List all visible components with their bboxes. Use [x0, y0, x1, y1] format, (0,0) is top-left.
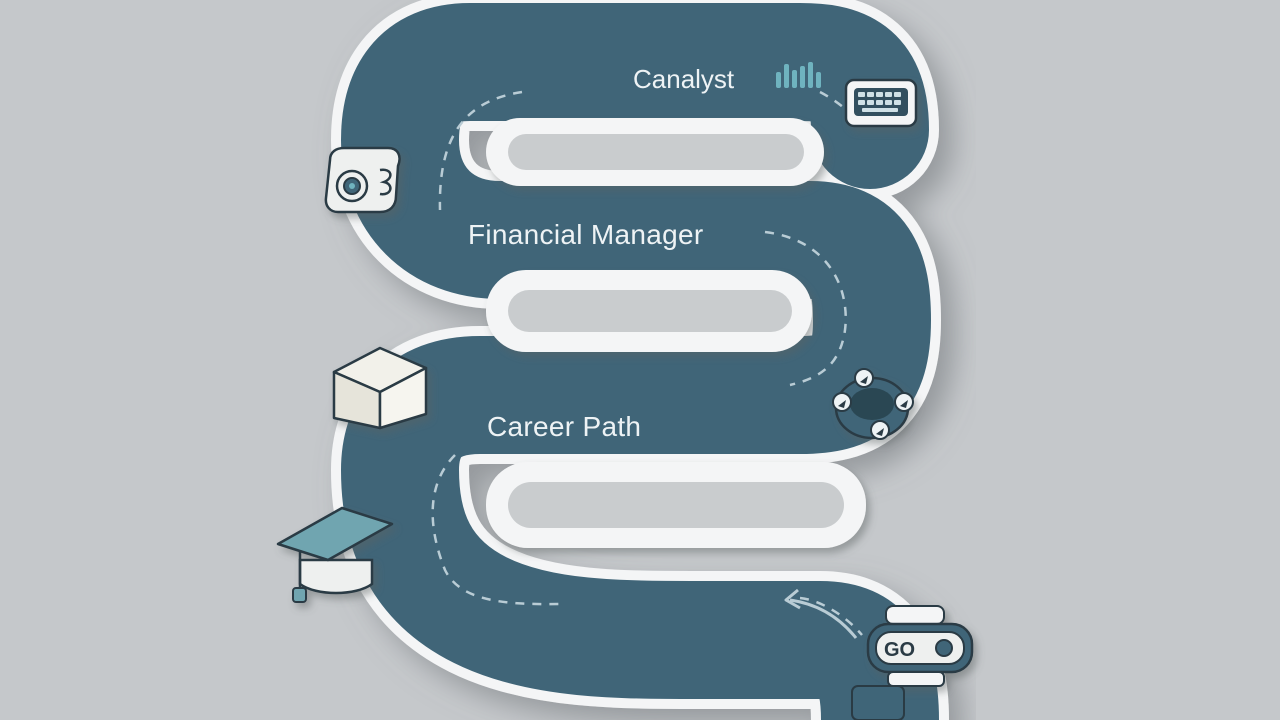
label-lower: Career Path — [487, 411, 641, 442]
divider-middle-inset — [508, 290, 792, 332]
label-top: Canalyst — [633, 64, 735, 94]
road-surface — [341, 3, 939, 720]
mortarboard-box-icon — [332, 346, 428, 430]
return-arrow-icon — [784, 588, 858, 639]
lane-dash-bottom-right — [799, 596, 863, 636]
road-exit-post — [851, 685, 905, 720]
lane-dash-lower — [431, 454, 561, 606]
label-middle: Financial Manager — [468, 219, 703, 250]
lane-dash-middle — [764, 230, 847, 387]
divider-upper-inset — [508, 134, 804, 170]
svg-text:GO: GO — [884, 639, 915, 661]
document-scroll-icon — [324, 146, 401, 214]
bar-chart-icon — [776, 62, 821, 88]
lane-dash-top — [438, 90, 523, 211]
keyboard-icon — [844, 78, 918, 128]
road — [331, 0, 949, 720]
divider-lower-inset — [508, 482, 844, 528]
road-dividers — [486, 118, 866, 548]
graduation-cap-icon — [276, 506, 394, 603]
go-sign-icon: GO — [866, 605, 974, 687]
waypoint-cluster-icon — [832, 368, 914, 440]
